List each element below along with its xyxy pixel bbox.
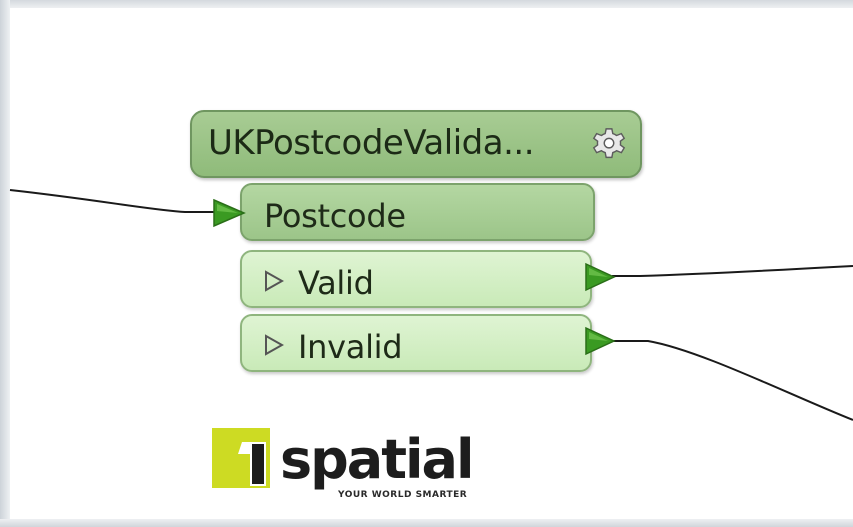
valid-outgoing-connection-line[interactable] [612,265,853,277]
canvas-left-border [0,0,10,527]
output-port-invalid[interactable]: Invalid [240,314,592,372]
transformer-header[interactable]: UKPostcodeValida... [190,110,642,178]
canvas-bottom-border [0,519,853,527]
logo-number-one [238,442,266,486]
output-port-valid[interactable]: Valid [240,250,592,308]
logo-wordmark: spatial [280,428,475,491]
input-port-postcode[interactable]: Postcode [240,183,595,241]
output-port-arrow-icon[interactable] [584,326,616,356]
input-port-arrow-icon[interactable] [212,198,246,228]
expand-triangle-icon[interactable] [264,270,284,292]
invalid-outgoing-connection-line[interactable] [612,340,853,421]
input-port-label: Postcode [264,197,406,235]
output-port-label: Valid [298,264,374,302]
output-port-label: Invalid [298,328,403,366]
transformer-title: UKPostcodeValida... [208,123,535,163]
incoming-connection-line[interactable] [9,189,214,213]
output-port-arrow-icon[interactable] [584,262,616,292]
canvas-top-border [0,0,853,8]
logo-tagline: YOUR WORLD SMARTER [338,490,468,500]
gear-icon[interactable] [590,126,628,164]
expand-triangle-icon[interactable] [264,334,284,356]
